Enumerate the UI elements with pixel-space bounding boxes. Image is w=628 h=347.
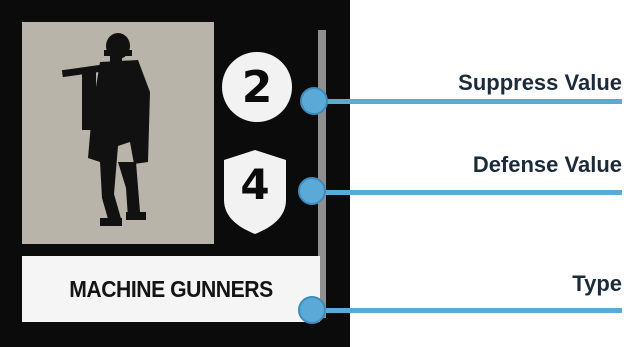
suppress-value: 2 bbox=[241, 62, 273, 113]
suppress-callout-label: Suppress Value bbox=[458, 70, 622, 95]
type-callout-dot bbox=[298, 296, 326, 324]
suppress-callout-dot bbox=[300, 87, 328, 115]
type-callout-label: Type bbox=[572, 271, 622, 296]
defense-callout-line bbox=[316, 190, 622, 195]
defense-value-badge: 4 bbox=[222, 148, 288, 236]
defense-callout-dot bbox=[298, 177, 326, 205]
suppress-value-badge: 2 bbox=[222, 52, 292, 122]
soldier-silhouette-icon bbox=[61, 33, 150, 226]
defense-callout-label: Defense Value bbox=[472, 152, 622, 177]
unit-type-box: MACHINE GUNNERS bbox=[22, 256, 320, 322]
unit-counter: 2 4 MACHINE GUNNERS bbox=[0, 0, 350, 347]
defense-value: 4 bbox=[240, 160, 270, 209]
shield-icon bbox=[224, 150, 286, 234]
type-callout-line bbox=[316, 308, 622, 313]
unit-portrait bbox=[22, 22, 214, 244]
counter-edge-stripe bbox=[318, 30, 326, 318]
unit-type-text: MACHINE GUNNERS bbox=[69, 276, 273, 302]
suppress-callout-line bbox=[316, 99, 622, 104]
